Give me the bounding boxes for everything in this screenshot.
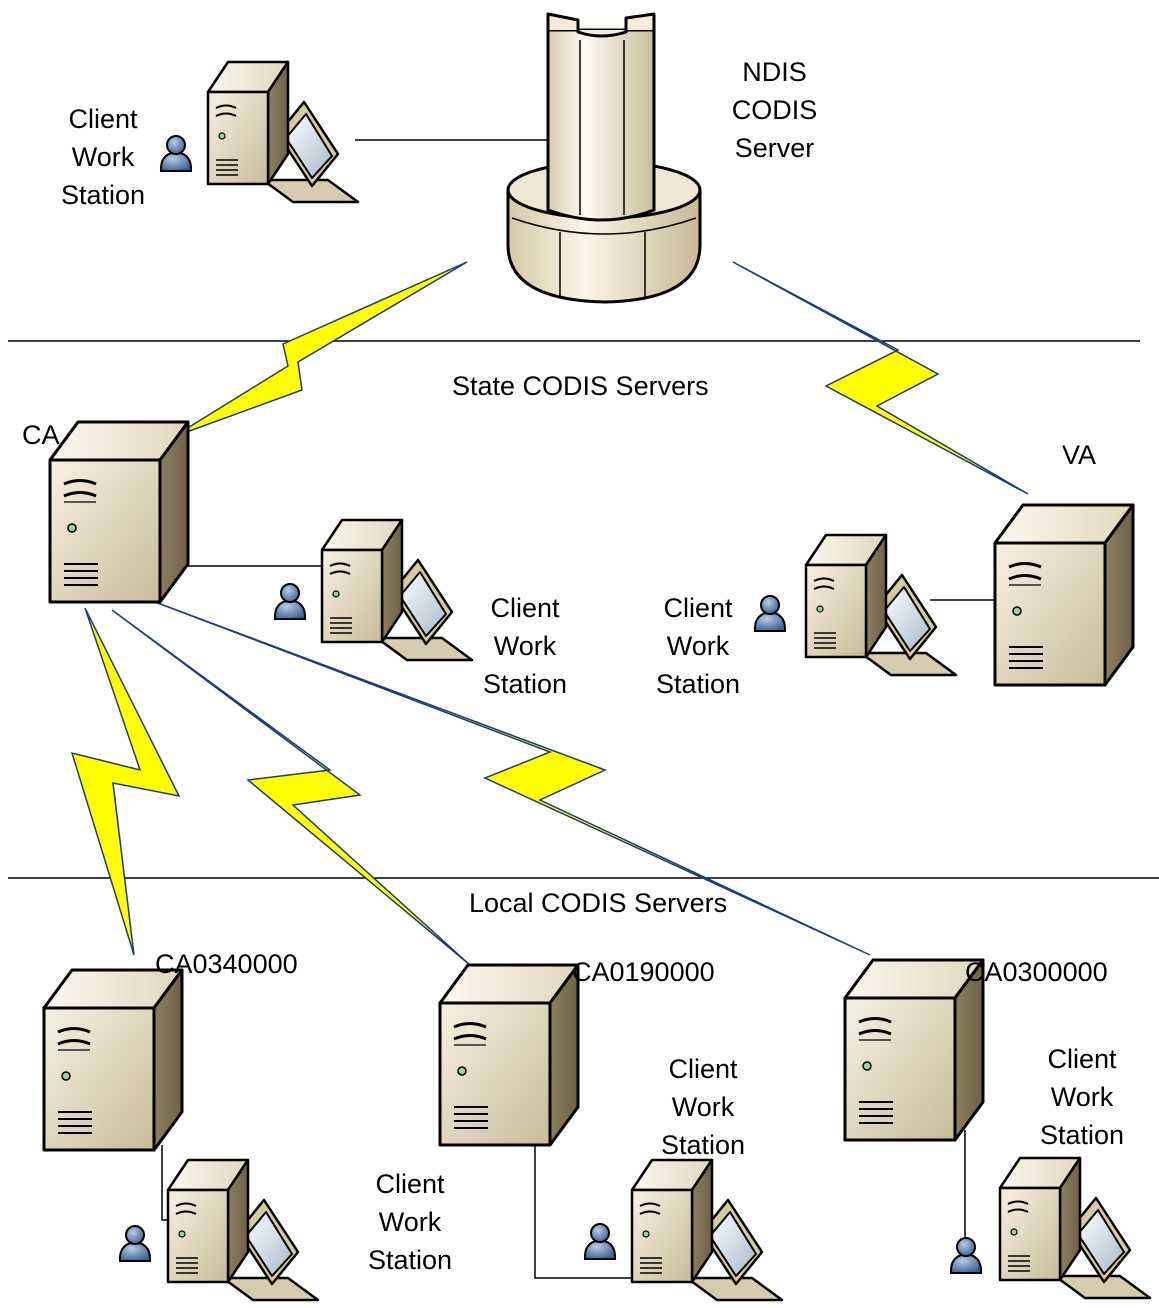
ca0190000-server xyxy=(438,963,580,1147)
ca0300000-label: CA0300000 xyxy=(965,957,1108,987)
wan-link-ndis-ca xyxy=(172,261,468,438)
ca-client-workstation xyxy=(320,518,474,662)
ndis-server xyxy=(506,12,702,304)
ca0190000-client-workstation xyxy=(630,1158,784,1302)
user-icon xyxy=(949,1237,983,1274)
wan-link-ca-ca0340000 xyxy=(70,607,181,956)
state-tier-label: State CODIS Servers xyxy=(452,371,709,401)
user-icon xyxy=(159,135,193,172)
user-icon xyxy=(583,1223,617,1260)
va-state-server xyxy=(993,503,1135,687)
wired-links xyxy=(161,139,995,1279)
ca0190000-workstation-label-right: Client Work Station xyxy=(660,1054,746,1160)
va-client-workstation xyxy=(804,533,958,677)
wan-link-ndis-va xyxy=(732,261,1029,495)
ca-workstation-label: Client Work Station xyxy=(482,593,568,699)
ca0190000-workstation-label-left: Client Work Station xyxy=(367,1169,453,1275)
local-tier-label: Local CODIS Servers xyxy=(469,888,728,918)
ca0300000-workstation-label: Client Work Station xyxy=(1039,1044,1125,1150)
ndis-server-label: NDIS CODIS Server xyxy=(731,57,818,163)
va-workstation-label: Client Work Station xyxy=(655,593,741,699)
ca0300000-server xyxy=(843,958,985,1142)
user-icon xyxy=(273,583,307,620)
va-server-label: VA xyxy=(1062,440,1097,470)
ca-server-label: CA xyxy=(22,420,60,450)
user-icon xyxy=(118,1225,152,1262)
ca0300000-client-workstation xyxy=(998,1156,1152,1300)
ca-state-server xyxy=(48,420,190,604)
ndis-workstation-label: Client Work Station xyxy=(60,104,146,210)
ca0340000-server xyxy=(42,968,184,1152)
ca0340000-client-workstation xyxy=(166,1158,320,1302)
ca0340000-label: CA0340000 xyxy=(155,949,298,979)
ca0190000-label: CA0190000 xyxy=(572,957,715,987)
wan-link-ca-ca0300000 xyxy=(154,601,871,956)
ndis-client-workstation xyxy=(206,60,360,204)
wan-links xyxy=(70,261,1029,966)
user-icon xyxy=(753,595,787,632)
